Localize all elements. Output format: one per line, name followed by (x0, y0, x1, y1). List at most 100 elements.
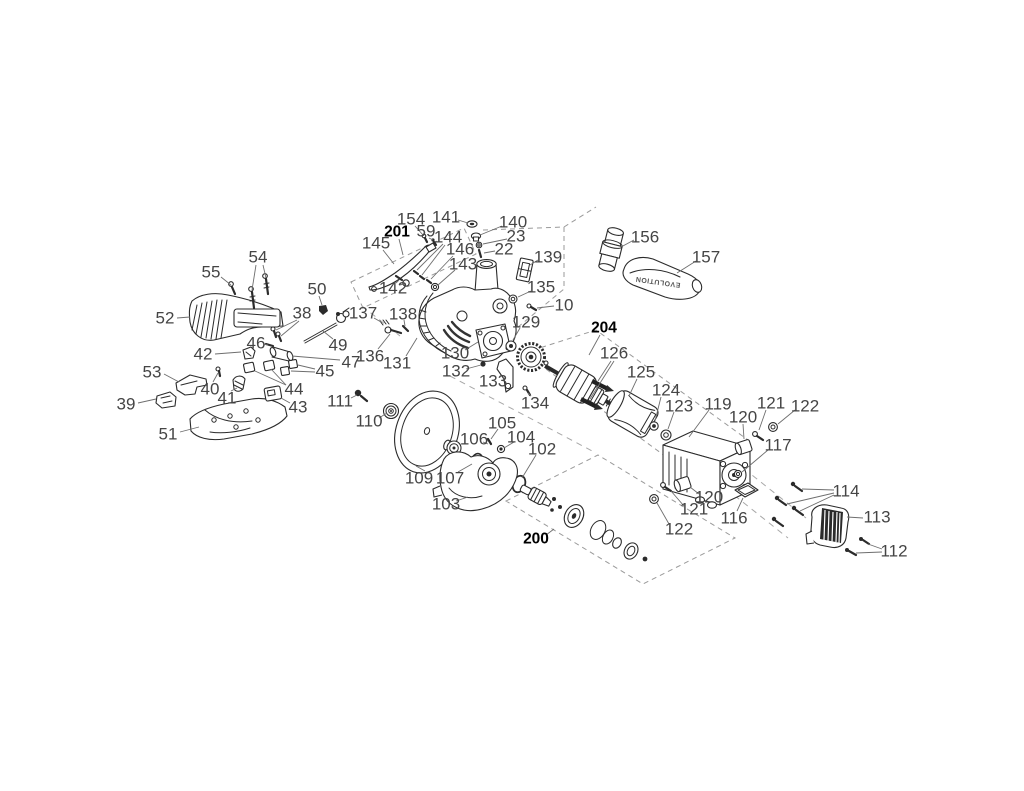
part-label-133: 133 (479, 372, 507, 391)
screws-114 (771, 481, 805, 528)
part-label-39: 39 (117, 395, 136, 414)
screw-55 (228, 281, 234, 287)
bracket-139 (515, 257, 534, 283)
bearing-123 (660, 429, 672, 441)
part-label-23: 23 (507, 227, 526, 246)
part-label-45: 45 (316, 362, 335, 381)
leader-line-119 (688, 409, 710, 438)
leader-line-55 (220, 276, 232, 286)
leader-line-143 (437, 269, 456, 286)
pin-138 (401, 324, 410, 333)
leader-line-54 (262, 264, 267, 279)
part-label-157: 157 (692, 248, 720, 267)
part-label-52: 52 (156, 309, 175, 328)
leader-line-154 (414, 225, 424, 236)
part-label-47: 47 (342, 353, 361, 372)
part-label-154: 154 (397, 210, 425, 229)
group-box-200 (504, 454, 737, 585)
leader-line-10 (536, 305, 555, 309)
leader-line-201 (398, 238, 404, 256)
leader-line-144 (416, 243, 444, 271)
housing-small-parts (480, 257, 538, 397)
leader-line-52 (176, 316, 191, 319)
leader-line-144 (421, 244, 446, 276)
bushing-143 (430, 282, 440, 292)
leader-line-136 (377, 333, 391, 350)
leader-line-105 (490, 428, 499, 440)
part-label-51: 51 (159, 425, 178, 444)
switch-and-clamp-parts (155, 342, 299, 409)
leader-line-114 (799, 494, 835, 512)
leader-line-38 (275, 319, 298, 331)
nut-45b (279, 365, 291, 377)
part-label-204: 204 (591, 320, 617, 337)
screw-132 (480, 361, 486, 367)
part-label-103: 103 (432, 495, 460, 514)
nut-135 (508, 294, 518, 304)
leader-line-122 (656, 502, 670, 525)
field-stator-125 (606, 390, 659, 438)
part-label-142: 142 (379, 279, 407, 298)
part-label-134: 134 (521, 394, 549, 413)
leader-line-49 (322, 330, 334, 340)
armature-204 (544, 362, 617, 409)
leader-line-40 (212, 372, 219, 383)
inner-flange-110 (382, 402, 400, 420)
part-label-129: 129 (512, 313, 540, 332)
leader-line-121 (758, 409, 767, 431)
leader-line-110 (378, 412, 388, 419)
part-label-42: 42 (194, 345, 213, 364)
depth-rod-49 (303, 307, 350, 344)
leader-line-122 (777, 409, 796, 425)
leader-line-140 (479, 225, 503, 236)
part-label-146: 146 (446, 240, 474, 259)
part-label-143: 143 (449, 255, 477, 274)
part-label-123: 123 (665, 397, 693, 416)
part-label-10: 10 (555, 296, 574, 315)
pin-144b (418, 274, 426, 281)
pin-22 (477, 248, 483, 259)
part-label-121: 121 (680, 500, 708, 519)
leader-line-112 (867, 543, 883, 550)
leader-line-139 (529, 259, 539, 266)
leader-line-130 (464, 341, 479, 351)
part-label-114: 114 (832, 482, 859, 501)
leader-line-46 (263, 343, 269, 346)
part-label-156: 156 (631, 228, 659, 247)
pin-105 (486, 437, 493, 446)
leader-line-133 (502, 377, 507, 380)
part-label-117: 117 (764, 436, 791, 455)
part-label-43: 43 (289, 398, 308, 417)
nut-117 (733, 469, 743, 479)
leader-line-50 (318, 295, 323, 306)
trigger-small-parts (394, 233, 440, 292)
leader-line-39 (137, 398, 157, 404)
brush-holder-120-upper (734, 439, 753, 456)
leader-line-22 (483, 250, 496, 254)
end-cap-113 (805, 504, 850, 549)
part-label-107: 107 (436, 469, 464, 488)
assembly-axis-line (449, 375, 597, 454)
part-label-110: 110 (355, 412, 382, 431)
leader-line-38 (280, 320, 300, 337)
block-44b (263, 359, 276, 372)
part-label-104: 104 (507, 428, 535, 447)
leader-line-146 (430, 255, 454, 280)
assembly-axis-line (717, 447, 807, 519)
leader-line-41 (230, 387, 238, 392)
leader-line-123 (667, 411, 675, 430)
part-label-135: 135 (527, 278, 555, 297)
leader-line-111 (350, 394, 358, 399)
parts-artwork-layer: EVOLUTION (155, 220, 871, 562)
leader-line-142 (395, 279, 400, 284)
leader-line-157 (676, 260, 697, 274)
cap-122-lower (649, 494, 659, 504)
group-head-outline (482, 226, 565, 338)
part-label-105: 105 (488, 414, 516, 433)
leader-line-145 (382, 249, 395, 265)
leader-line-120 (742, 423, 745, 440)
part-label-121: 121 (757, 394, 785, 413)
part-label-119: 119 (704, 395, 731, 414)
leader-line-138 (403, 319, 406, 327)
